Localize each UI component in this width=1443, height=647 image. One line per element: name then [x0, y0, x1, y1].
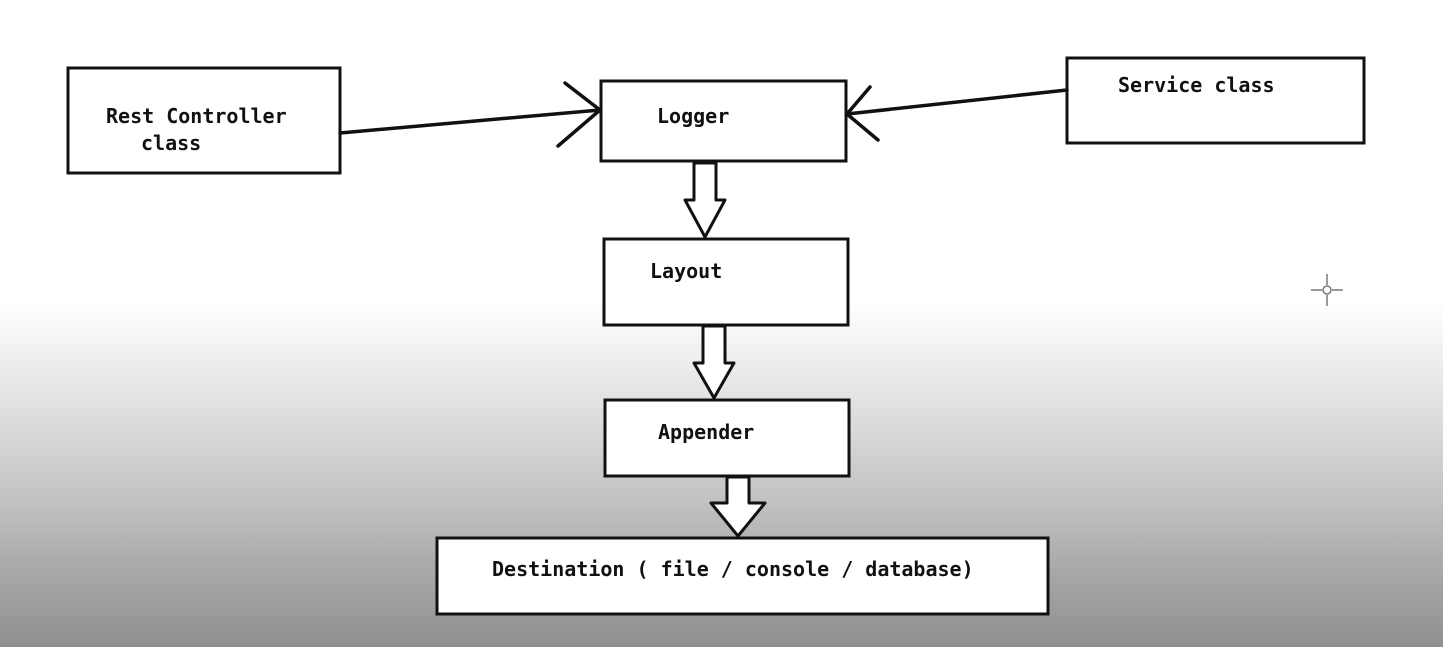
service-class-label: Service class	[1118, 73, 1275, 97]
block-arrow-logger-to-layout	[683, 161, 727, 239]
crosshair-cursor-icon	[1311, 274, 1343, 306]
rest-controller-label-line2: class	[141, 131, 202, 155]
logger-label: Logger	[657, 104, 730, 128]
rest-controller-box	[66, 66, 342, 175]
destination-label: Destination ( file / console / database)	[492, 557, 974, 581]
block-arrow-layout-to-appender	[692, 324, 736, 400]
layout-box	[602, 237, 850, 327]
arrow-service-to-logger	[845, 85, 1069, 142]
block-arrow-appender-to-destination	[709, 475, 767, 538]
rest-controller-label-line1: Rest Controller	[106, 104, 287, 128]
layout-label: Layout	[650, 259, 723, 283]
service-class-box	[1065, 56, 1366, 145]
arrow-rest-to-logger	[338, 81, 602, 148]
appender-label: Appender	[658, 420, 755, 444]
destination-box	[435, 536, 1050, 616]
logger-box	[599, 79, 848, 163]
